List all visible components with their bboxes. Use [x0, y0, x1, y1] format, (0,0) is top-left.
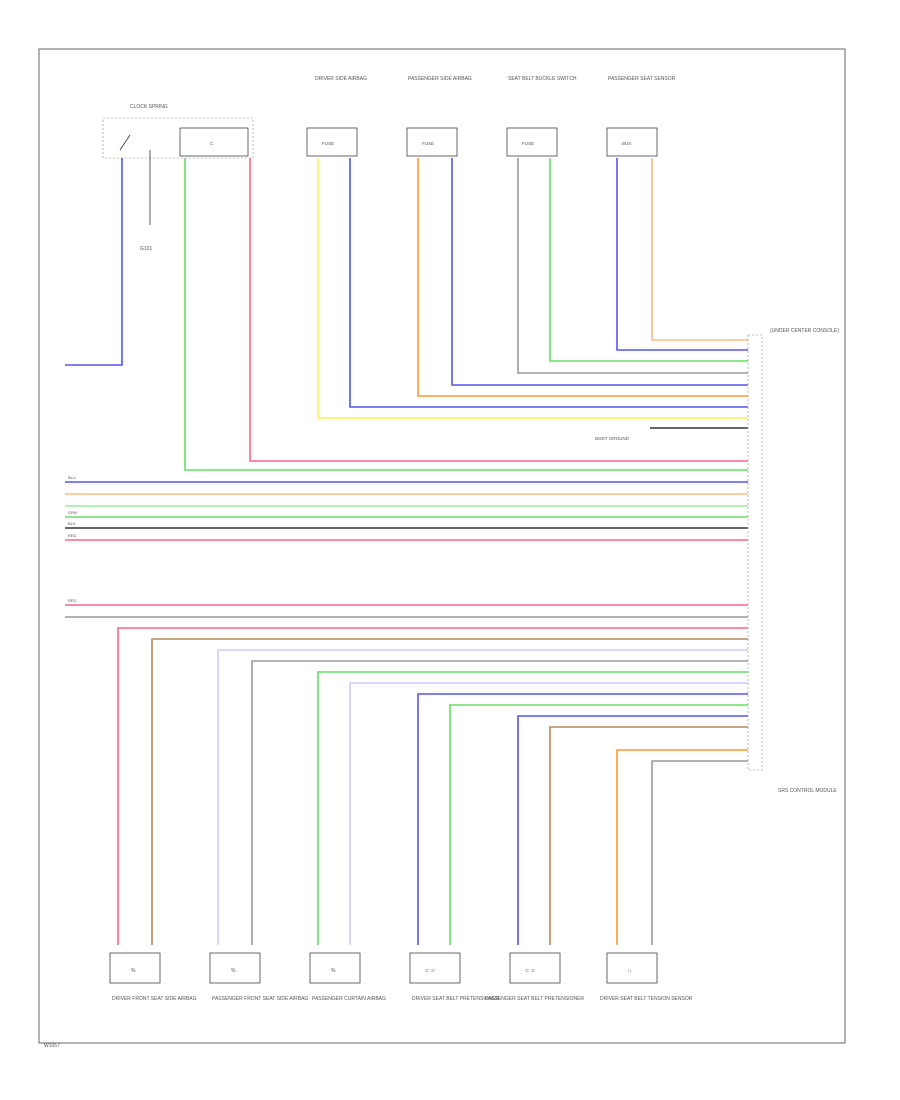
- clock-spring: C CLOCK SPRING G101: [102, 104, 254, 252]
- top-component-label: SEAT BELT BUCKLE SWITCH: [508, 76, 577, 82]
- module-name: SRS CONTROL MODULE: [778, 788, 837, 794]
- left-wire-label: RED: [68, 598, 77, 603]
- bottom-component-5: ↑↓ DRIVER SEAT BELT TENSION SENSOR: [600, 952, 693, 1002]
- module-sub: (UNDER CENTER CONSOLE): [770, 328, 839, 334]
- component-glyph: %: [331, 968, 336, 974]
- clock-spring-connector: C: [210, 141, 214, 146]
- component-label: PASSENGER SEAT BELT PRETENSIONER: [485, 996, 584, 1002]
- footer-code: W1057: [44, 1043, 60, 1049]
- clock-spring-label: CLOCK SPRING: [130, 104, 168, 110]
- top-component-2: PASSENGER SIDE AIRBAG FUSE: [406, 76, 472, 157]
- component-glyph: ⊂ ⊃: [425, 968, 435, 974]
- component-label: DRIVER FRONT SEAT SIDE AIRBAG: [112, 996, 197, 1002]
- component-label: DRIVER SEAT BELT PRETENSIONER: [412, 996, 500, 1002]
- top-component-4: PASSENGER SEAT SENSOR BUS: [606, 76, 676, 157]
- component-label: PASSENGER FRONT SEAT SIDE AIRBAG: [212, 996, 308, 1002]
- left-wire-label: GRN: [68, 510, 77, 515]
- component-glyph: ⊂ ⊃: [525, 968, 535, 974]
- bottom-wires: [117, 627, 748, 945]
- srs-module: (UNDER CENTER CONSOLE) SRS CONTROL MODUL…: [747, 328, 839, 794]
- wire-blue-2: [451, 158, 748, 386]
- left-wire-label: BLK: [68, 521, 76, 526]
- wire-orange-2: [417, 158, 748, 397]
- top-component-1: DRIVER SIDE AIRBAG FUSE: [306, 76, 367, 157]
- component-glyph: %: [231, 968, 236, 974]
- svg-text:BUS: BUS: [622, 141, 631, 146]
- top-wires: BODY GROUND: [65, 158, 748, 471]
- top-component-3: SEAT BELT BUCKLE SWITCH FUSE: [506, 76, 577, 157]
- wire-blue-1: [349, 158, 748, 408]
- wire-peach-4: [651, 158, 748, 341]
- bottom-component-0: % DRIVER FRONT SEAT SIDE AIRBAG: [109, 952, 197, 1002]
- wire-green-3: [549, 158, 748, 362]
- svg-text:FUSE: FUSE: [522, 141, 534, 146]
- wire-blue-clock: [65, 158, 123, 366]
- wire-green-clock: [184, 158, 748, 471]
- top-component-label: PASSENGER SEAT SENSOR: [608, 76, 676, 82]
- bottom-component-4: ⊂ ⊃ PASSENGER SEAT BELT PRETENSIONER: [485, 952, 584, 1002]
- bottom-component-3: ⊂ ⊃ DRIVER SEAT BELT PRETENSIONER: [409, 952, 500, 1002]
- component-label: PASSENGER CURTAIN AIRBAG: [312, 996, 386, 1002]
- bottom-component-2: % PASSENGER CURTAIN AIRBAG: [309, 952, 386, 1002]
- wire-blue-4: [616, 158, 748, 351]
- top-component-label: DRIVER SIDE AIRBAG: [315, 76, 367, 82]
- diagram-frame: [38, 48, 846, 1044]
- component-glyph: ↑↓: [627, 968, 632, 974]
- top-component-label: PASSENGER SIDE AIRBAG: [408, 76, 472, 82]
- left-wire-label: BLU: [68, 475, 76, 480]
- ground-label: G101: [140, 246, 152, 252]
- ground-note: BODY GROUND: [595, 436, 630, 441]
- left-wires: BLU GRN BLK RED RED: [65, 475, 748, 618]
- wire-red-clock: [249, 158, 748, 462]
- wire-gray-3: [517, 158, 748, 374]
- svg-text:FUSE: FUSE: [322, 141, 334, 146]
- component-label: DRIVER SEAT BELT TENSION SENSOR: [600, 996, 693, 1002]
- svg-text:FUSE: FUSE: [422, 141, 434, 146]
- wire-yellow-1: [317, 158, 748, 419]
- left-wire-label: RED: [68, 533, 77, 538]
- bottom-component-1: % PASSENGER FRONT SEAT SIDE AIRBAG: [209, 952, 308, 1002]
- component-glyph: %: [131, 968, 136, 974]
